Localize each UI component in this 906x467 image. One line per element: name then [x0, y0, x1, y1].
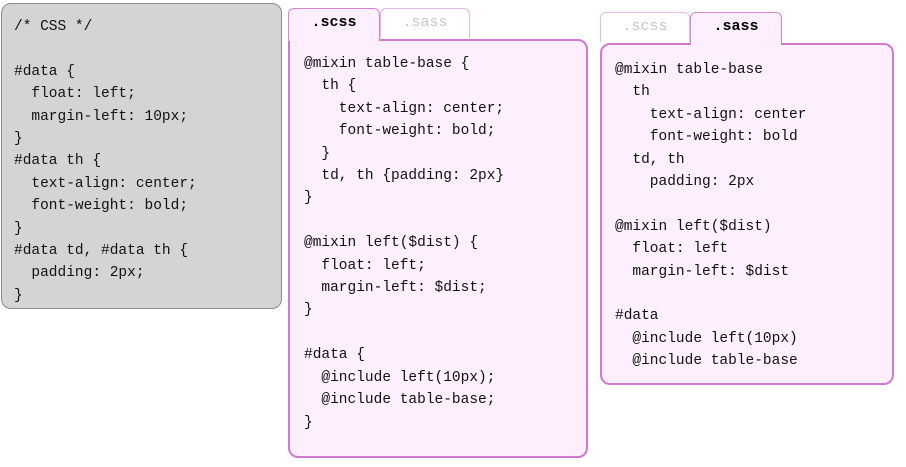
scss-code-panel: @mixin table-base { th { text-align: cen…	[288, 39, 588, 458]
scss-panel-tab-sass[interactable]: .sass	[380, 8, 470, 38]
sass-code: @mixin table-base th text-align: center …	[615, 62, 807, 370]
sass-panel-tab-sass[interactable]: .sass	[690, 12, 782, 45]
scss-panel-tab-scss[interactable]: .scss	[288, 8, 380, 41]
sass-panel-tab-scss[interactable]: .scss	[600, 12, 690, 42]
css-code-panel: /* CSS */ #data { float: left; margin-le…	[1, 3, 282, 309]
css-code: /* CSS */ #data { float: left; margin-le…	[14, 19, 197, 304]
scss-code: @mixin table-base { th { text-align: cen…	[304, 56, 505, 431]
sass-code-panel: @mixin table-base th text-align: center …	[600, 43, 894, 385]
